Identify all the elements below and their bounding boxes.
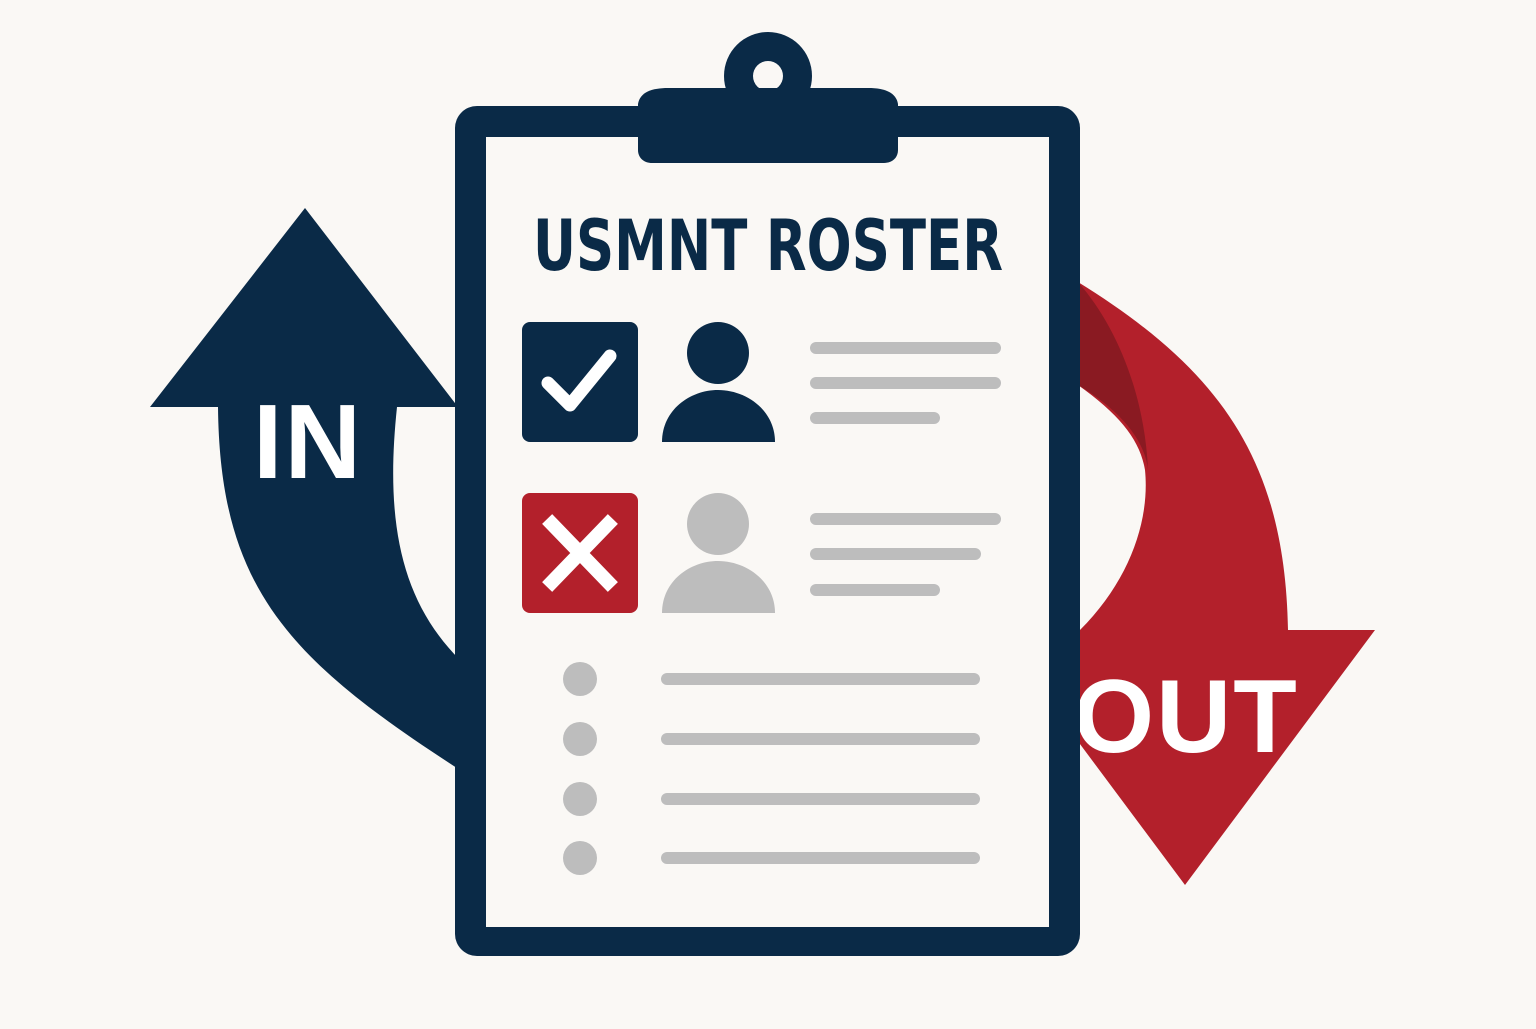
list-item	[563, 841, 980, 875]
roster-entry-out	[522, 493, 1001, 613]
roster-entry-in	[522, 322, 1001, 442]
text-line	[810, 412, 940, 424]
checkbox-checked	[522, 322, 638, 442]
in-arrow-label: IN	[253, 383, 363, 501]
list-item	[563, 662, 980, 696]
out-arrow-shadow	[1078, 282, 1148, 470]
text-line	[810, 513, 1001, 525]
checkmark-icon	[541, 349, 617, 412]
clipboard: USMNT ROSTER	[455, 32, 1080, 956]
person-icon	[662, 493, 775, 613]
roster-title: USMNT ROSTER	[533, 205, 1003, 287]
person-icon	[662, 322, 775, 442]
out-arrow-label: OUT	[1073, 659, 1299, 775]
text-line	[810, 584, 940, 596]
text-line	[810, 342, 1001, 354]
in-arrow: IN	[150, 208, 460, 770]
clipboard-clip	[638, 32, 898, 163]
in-arrow-body	[150, 208, 460, 770]
list-item	[563, 722, 980, 756]
text-line	[810, 548, 981, 560]
text-line	[810, 377, 1001, 389]
out-arrow: OUT	[995, 282, 1375, 885]
out-arrow-body	[995, 282, 1375, 885]
bullet-list	[563, 662, 980, 875]
list-item	[563, 782, 980, 816]
x-mark-icon	[542, 514, 618, 592]
